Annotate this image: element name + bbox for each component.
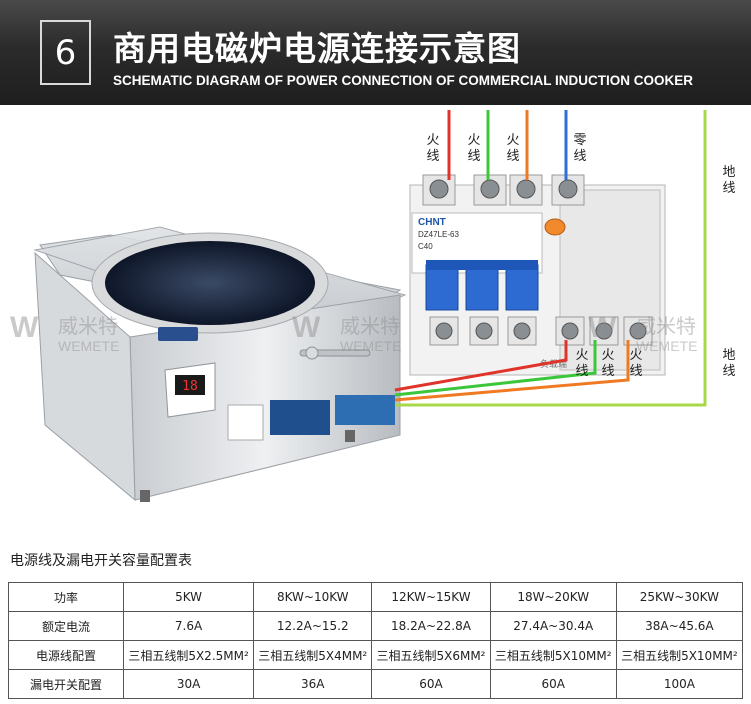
row-label: 额定电流: [8, 611, 124, 641]
table-row: 漏电开关配置 30A 36A 60A 60A 100A: [8, 669, 744, 699]
table-cell: 三相五线制5X4MM²: [253, 640, 373, 670]
svg-text:威米特: 威米特: [340, 314, 400, 338]
table-cell: 5KW: [122, 582, 255, 612]
watermarks: W 威米特 WEMETE W 威米特 WEMETE W 威米特 WEMETE: [10, 311, 697, 354]
diagram-graphic: 18: [10, 110, 707, 502]
table-cell: 30A: [122, 669, 255, 699]
table-cell: 60A: [371, 669, 491, 699]
wire-label-live-3: 火线: [506, 133, 520, 164]
wire-label-ground-bottom: 地线: [722, 348, 736, 379]
wire-label-out-live-1: 火线: [575, 348, 589, 379]
table-cell: 三相五线制5X10MM²: [489, 640, 617, 670]
table-cell: 三相五线制5X10MM²: [615, 640, 744, 670]
table-cell: 27.4A~30.4A: [489, 611, 617, 641]
table-row: 功率 5KW 8KW~10KW 12KW~15KW 18W~20KW 25KW~…: [8, 582, 744, 612]
table-cell: 12KW~15KW: [371, 582, 491, 612]
induction-cooker: 18: [33, 226, 407, 502]
header-banner: 6 商用电磁炉电源连接示意图 SCHEMATIC DIAGRAM OF POWE…: [0, 0, 751, 105]
svg-text:W: W: [588, 311, 617, 344]
page-subtitle: SCHEMATIC DIAGRAM OF POWER CONNECTION OF…: [113, 73, 693, 88]
wire-label-out-live-2: 火线: [601, 348, 615, 379]
input-wires: [395, 110, 707, 407]
table-cell: 25KW~30KW: [615, 582, 744, 612]
page-title: 商用电磁炉电源连接示意图: [113, 29, 521, 68]
table-cell: 18.2A~22.8A: [371, 611, 491, 641]
svg-text:WEMETE: WEMETE: [636, 338, 697, 354]
table-cell: 36A: [253, 669, 373, 699]
wire-label-ground-top: 地线: [722, 165, 736, 196]
wire-label-out-live-3: 火线: [629, 348, 643, 379]
watermark-en: WEMETE: [58, 338, 119, 354]
spec-table: 功率 5KW 8KW~10KW 12KW~15KW 18W~20KW 25KW~…: [8, 582, 744, 699]
wire-label-neutral: 零线: [573, 133, 587, 164]
row-label: 漏电开关配置: [8, 669, 124, 699]
breaker-model: DZ47LE-63: [418, 230, 459, 239]
breaker-brand: CHNT: [418, 217, 446, 228]
section-number: 6: [40, 20, 91, 85]
table-title: 电源线及漏电开关容量配置表: [10, 553, 192, 569]
wire-label-live-1: 火线: [426, 133, 440, 164]
svg-text:威米特: 威米特: [636, 314, 696, 338]
table-cell: 18W~20KW: [489, 582, 617, 612]
table-cell: 100A: [615, 669, 744, 699]
row-label: 电源线配置: [8, 640, 124, 670]
connection-diagram: 18: [0, 105, 751, 545]
svg-text:WEMETE: WEMETE: [340, 338, 401, 354]
table-cell: 7.6A: [122, 611, 255, 641]
table-cell: 12.2A~15.2: [253, 611, 373, 641]
watermark-cn: 威米特: [58, 314, 118, 338]
table-cell: 三相五线制5X2.5MM²: [122, 640, 255, 670]
table-cell: 8KW~10KW: [253, 582, 373, 612]
table-cell: 60A: [489, 669, 617, 699]
svg-text:W: W: [10, 311, 39, 344]
stove-display: 18: [182, 379, 198, 394]
table-cell: 三相五线制5X6MM²: [371, 640, 491, 670]
wire-label-live-2: 火线: [467, 133, 481, 164]
row-label: 功率: [8, 582, 124, 612]
svg-text:W: W: [292, 311, 321, 344]
breaker-rating: C40: [418, 242, 433, 251]
table-row: 额定电流 7.6A 12.2A~15.2 18.2A~22.8A 27.4A~3…: [8, 611, 744, 641]
table-cell: 38A~45.6A: [615, 611, 744, 641]
output-wires: [394, 340, 630, 402]
table-row: 电源线配置 三相五线制5X2.5MM² 三相五线制5X4MM² 三相五线制5X6…: [8, 640, 744, 670]
leakage-circuit-breaker: CHNT DZ47LE-63 C40: [409, 174, 666, 376]
